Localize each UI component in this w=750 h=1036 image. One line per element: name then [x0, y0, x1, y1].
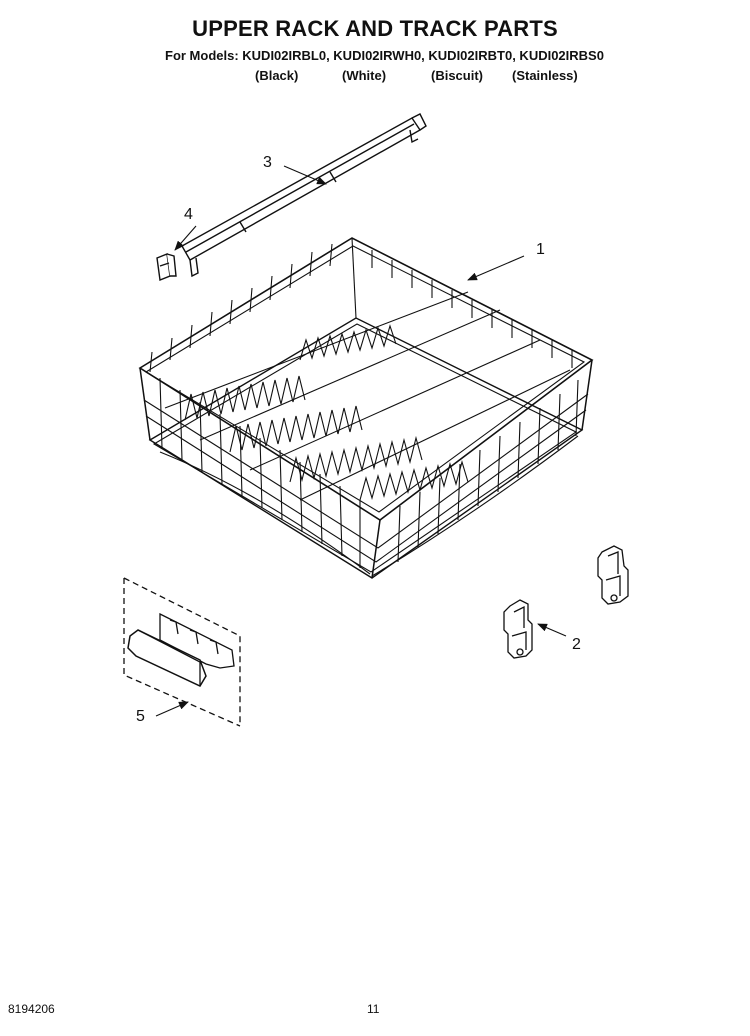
- part-track-stop: [156, 253, 177, 281]
- part-rack-handle: [123, 577, 241, 727]
- callout-5: 5: [136, 708, 145, 725]
- leader-line-4: [174, 225, 197, 251]
- part-rack-adjuster-upper: [597, 545, 629, 605]
- part-upper-rack: [138, 237, 594, 579]
- page-number: 11: [367, 1002, 380, 1016]
- variant-stainless: (Stainless): [512, 68, 578, 83]
- callout-4: 4: [184, 206, 193, 223]
- leader-line-1: [467, 255, 525, 281]
- variant-black: (Black): [255, 68, 299, 83]
- leader-line-3: [283, 165, 327, 185]
- page-title: UPPER RACK AND TRACK PARTS: [192, 16, 558, 41]
- callout-2: 2: [572, 636, 581, 653]
- leader-line-5: [155, 701, 189, 717]
- part-rack-adjuster-lower: [503, 599, 533, 659]
- leader-line-2: [537, 623, 567, 637]
- variant-white: (White): [342, 68, 387, 83]
- document-number: 8194206: [8, 1002, 55, 1016]
- models-line: For Models: KUDI02IRBL0, KUDI02IRWH0, KU…: [165, 48, 604, 63]
- variant-biscuit: (Biscuit): [431, 68, 483, 83]
- part-track-rail: [181, 113, 427, 278]
- callout-1: 1: [536, 241, 545, 258]
- callout-3: 3: [263, 154, 272, 171]
